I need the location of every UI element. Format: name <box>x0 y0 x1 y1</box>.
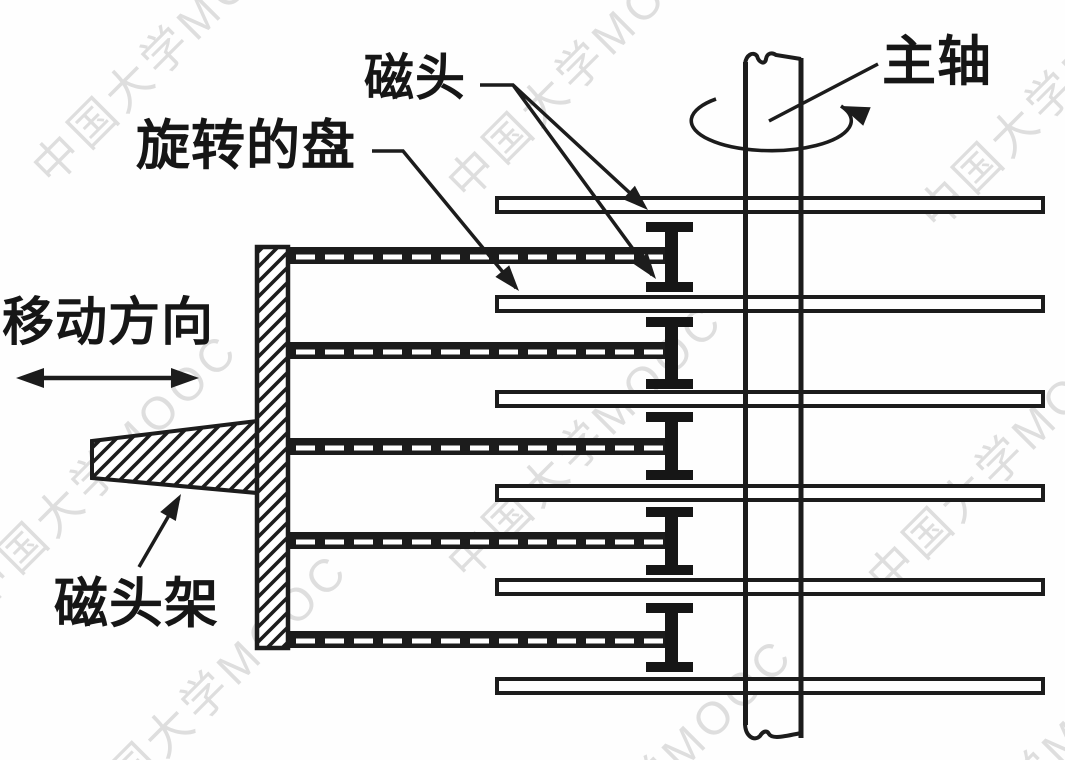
heads-leader-arrowhead-2 <box>633 252 656 279</box>
head-carriage-body <box>254 244 291 651</box>
rotating-platter-label: 旋转的盘 <box>136 116 356 176</box>
arm-1 <box>286 247 672 264</box>
spindle-leader-line <box>768 62 879 123</box>
head-1 <box>646 222 693 292</box>
rotating-platter-arrowhead <box>495 265 519 291</box>
platter-3 <box>495 390 1045 408</box>
heads-leader-arrowhead-1 <box>622 185 648 210</box>
arm-5 <box>286 631 672 648</box>
platter-1 <box>495 196 1045 214</box>
head-5 <box>646 603 693 672</box>
head-carriage-wedge <box>90 418 259 496</box>
spindle-top-break <box>743 51 802 65</box>
arm-2 <box>286 342 672 359</box>
head-3 <box>646 412 693 480</box>
arm-4 <box>286 532 672 549</box>
move-direction-label: 移动方向 <box>2 294 215 352</box>
platter-4 <box>495 484 1045 502</box>
head-4 <box>646 507 693 575</box>
head-carriage-label: 磁头架 <box>54 574 219 634</box>
platter-6 <box>495 677 1045 695</box>
spindle-bottom-break <box>743 722 802 741</box>
spindle-shaft <box>743 51 804 741</box>
heads-label: 磁头 <box>364 50 466 106</box>
spindle-rotation-arrow <box>689 97 871 153</box>
arm-3 <box>286 438 672 455</box>
head-carriage-leader-arrow <box>137 494 181 568</box>
head-2 <box>646 317 693 389</box>
platter-5 <box>495 578 1045 596</box>
spindle-label: 主轴 <box>882 32 992 92</box>
heads-group <box>646 222 693 672</box>
platter-2 <box>495 295 1045 313</box>
arms-group <box>286 247 672 648</box>
heads-leader-line <box>480 83 656 279</box>
rotating-platter-leader-line <box>372 149 519 291</box>
platters-group <box>495 196 1045 695</box>
move-direction-arrow <box>16 368 199 388</box>
